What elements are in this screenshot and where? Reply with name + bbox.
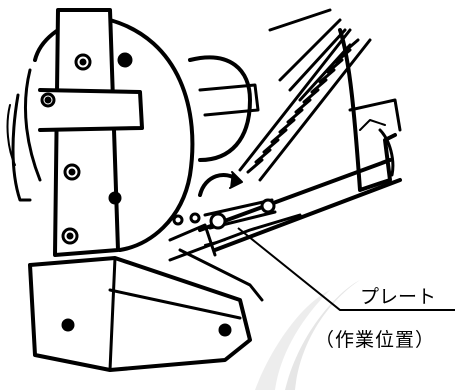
- side-frame: [338, 28, 397, 192]
- spring: [238, 8, 372, 182]
- part-label: プレート: [360, 286, 436, 308]
- plate: [172, 198, 277, 230]
- disc: [108, 18, 195, 252]
- upright-frame: [53, 8, 120, 257]
- base-block: [28, 256, 252, 372]
- watermark-swoosh: [255, 280, 360, 390]
- state-label: （作業位置）: [315, 329, 435, 351]
- machine-drawing: [6, 8, 402, 372]
- hub: [188, 55, 252, 162]
- leader-line: [237, 227, 455, 311]
